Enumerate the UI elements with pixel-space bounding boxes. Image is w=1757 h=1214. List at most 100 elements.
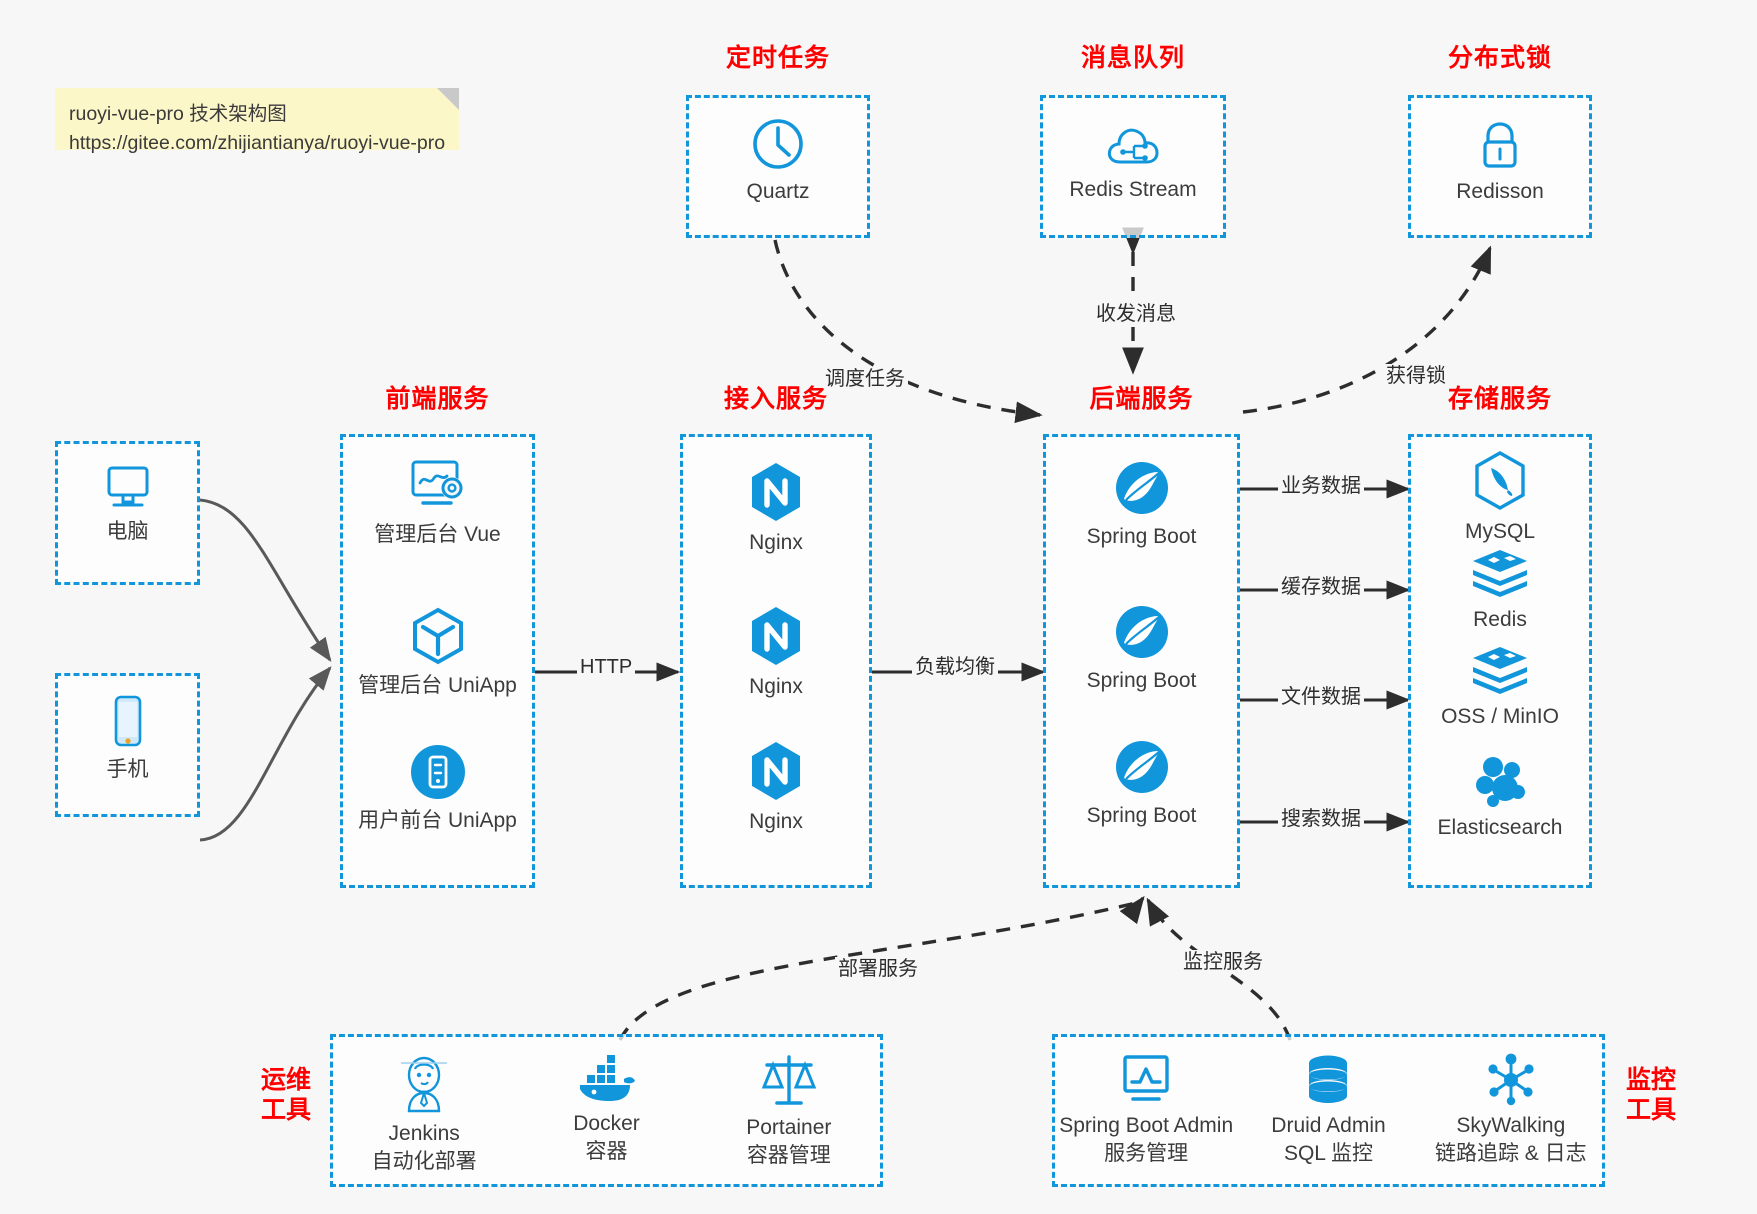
node-mysql[interactable]: MySQL [1411,450,1589,546]
cube-icon [343,606,532,666]
node-oss-minio[interactable]: OSS / MinIO [1411,645,1589,731]
monitoring-tool-row: Spring Boot Admin 服务管理 Dru [1055,1053,1602,1168]
tool-desc: 容器 [585,1139,628,1163]
tool-desc: 服务管理 [1104,1141,1189,1165]
nginx-icon [683,461,869,523]
group-title-devops-line2: 工具 [260,1096,311,1124]
node-admin-uniapp[interactable]: 管理后台 UniApp [343,606,532,700]
redis-icon [1411,548,1589,600]
dashboard-gear-icon [343,457,532,515]
node-nginx-2[interactable]: Nginx [683,605,869,701]
group-title-devops-line1: 运维 [260,1066,311,1094]
mobile-icon [58,694,197,750]
node-desktop[interactable]: 电脑 [58,462,197,546]
node-label: Elasticsearch [1437,816,1563,839]
group-box-backend: Spring Boot Spring Boot Spring Boot [1043,434,1240,888]
node-label: 电脑 [106,520,149,543]
node-label: Quartz [746,180,810,203]
tool-name: Jenkins [388,1122,460,1145]
tool-portainer[interactable]: Portainer 容器管理 [699,1053,880,1170]
group-box-gateway: Nginx Nginx Nginx [680,434,872,888]
group-title-backend: 后端服务 [1089,385,1194,413]
group-box-devops: Jenkins 自动化部署 [330,1034,883,1187]
nginx-icon [683,740,869,802]
edge-label-send-receive-message: 收发消息 [1093,302,1179,326]
desktop-icon [58,462,197,512]
scales-icon [759,1055,819,1113]
node-label: Redis Stream [1069,178,1197,201]
group-box-scheduler: Quartz [686,95,870,238]
note-fold-corner [437,88,459,110]
app-circle-icon [343,743,532,801]
node-nginx-3[interactable]: Nginx [683,740,869,836]
tool-skywalking[interactable]: SkyWalking 链路追踪 & 日志 [1421,1053,1602,1168]
tool-jenkins[interactable]: Jenkins 自动化部署 [334,1053,515,1176]
edge-label-deploy-service: 部署服务 [835,957,921,981]
group-box-monitoring: Spring Boot Admin 服务管理 Dru [1052,1034,1605,1187]
group-title-monitoring: 监控 工具 [1620,1065,1682,1125]
group-title-devops: 运维 工具 [255,1065,317,1125]
node-label: 管理后台 Vue [374,523,501,546]
tool-desc: 容器管理 [746,1143,831,1167]
node-label: Redis [1473,608,1527,631]
group-title-lock: 分布式锁 [1447,44,1552,72]
tool-desc: 链路追踪 & 日志 [1434,1141,1587,1165]
group-title-storage: 存储服务 [1447,385,1552,413]
edge-desktop-to-frontend [199,498,332,662]
tool-docker[interactable]: Docker 容器 [516,1053,697,1166]
node-label: Nginx [749,810,803,833]
node-user-uniapp[interactable]: 用户前台 UniApp [343,743,532,835]
node-label: OSS / MinIO [1441,705,1559,728]
tool-spring-boot-admin[interactable]: Spring Boot Admin 服务管理 [1056,1053,1237,1168]
tool-druid-admin[interactable]: Druid Admin SQL 监控 [1238,1053,1419,1168]
spring-boot-icon [1046,738,1237,796]
node-elasticsearch[interactable]: Elasticsearch [1411,754,1589,842]
node-label: Spring Boot [1086,669,1197,692]
spring-boot-icon [1046,603,1237,661]
group-title-monitoring-line1: 监控 [1625,1066,1676,1094]
edge-label-cache-data: 缓存数据 [1278,575,1364,599]
node-spring-boot-2[interactable]: Spring Boot [1046,603,1237,695]
edge-label-http: HTTP [577,655,636,679]
edge-mobile-to-frontend [199,666,332,842]
edge-label-file-data: 文件数据 [1278,685,1364,709]
edge-label-load-balance: 负载均衡 [912,655,998,679]
node-mobile[interactable]: 手机 [58,694,197,784]
tool-name: Spring Boot Admin [1059,1114,1234,1137]
node-redis-stream[interactable]: Redis Stream [1043,120,1223,204]
clock-icon [689,116,867,172]
monitor-chart-icon [1117,1055,1175,1111]
cloud-stream-icon [1043,120,1223,170]
skywalking-icon [1482,1053,1540,1111]
node-label: Spring Boot [1086,804,1197,827]
group-box-mobile: 手机 [55,673,200,817]
node-nginx-1[interactable]: Nginx [683,461,869,557]
group-box-desktop: 电脑 [55,441,200,585]
node-admin-vue[interactable]: 管理后台 Vue [343,457,532,549]
diagram-note: ruoyi-vue-pro 技术架构图 https://gitee.com/zh… [55,88,459,154]
group-box-lock: Redisson [1408,95,1592,238]
database-icon [1300,1055,1356,1111]
oss-icon [1411,645,1589,697]
nginx-icon [683,605,869,667]
node-spring-boot-3[interactable]: Spring Boot [1046,738,1237,830]
node-redis[interactable]: Redis [1411,548,1589,634]
node-quartz[interactable]: Quartz [689,116,867,206]
group-title-mq: 消息队列 [1080,44,1185,72]
tool-name: Druid Admin [1271,1114,1386,1137]
node-label: Nginx [749,675,803,698]
node-spring-boot-1[interactable]: Spring Boot [1046,459,1237,551]
node-label: 管理后台 UniApp [358,674,517,697]
node-label: 手机 [106,758,149,781]
tool-name: Docker [573,1112,640,1135]
note-line-2: https://gitee.com/zhijiantianya/ruoyi-vu… [69,132,446,155]
edge-label-monitor-service: 监控服务 [1180,950,1266,974]
node-label: MySQL [1464,520,1535,543]
node-redisson[interactable]: Redisson [1411,120,1589,206]
group-title-gateway: 接入服务 [723,385,828,413]
edge-label-business-data: 业务数据 [1278,474,1364,498]
lock-icon [1411,120,1589,172]
node-label: 用户前台 UniApp [358,809,517,832]
group-box-frontend: 管理后台 Vue 管理后台 UniApp 用户前台 UniApp [340,434,535,888]
